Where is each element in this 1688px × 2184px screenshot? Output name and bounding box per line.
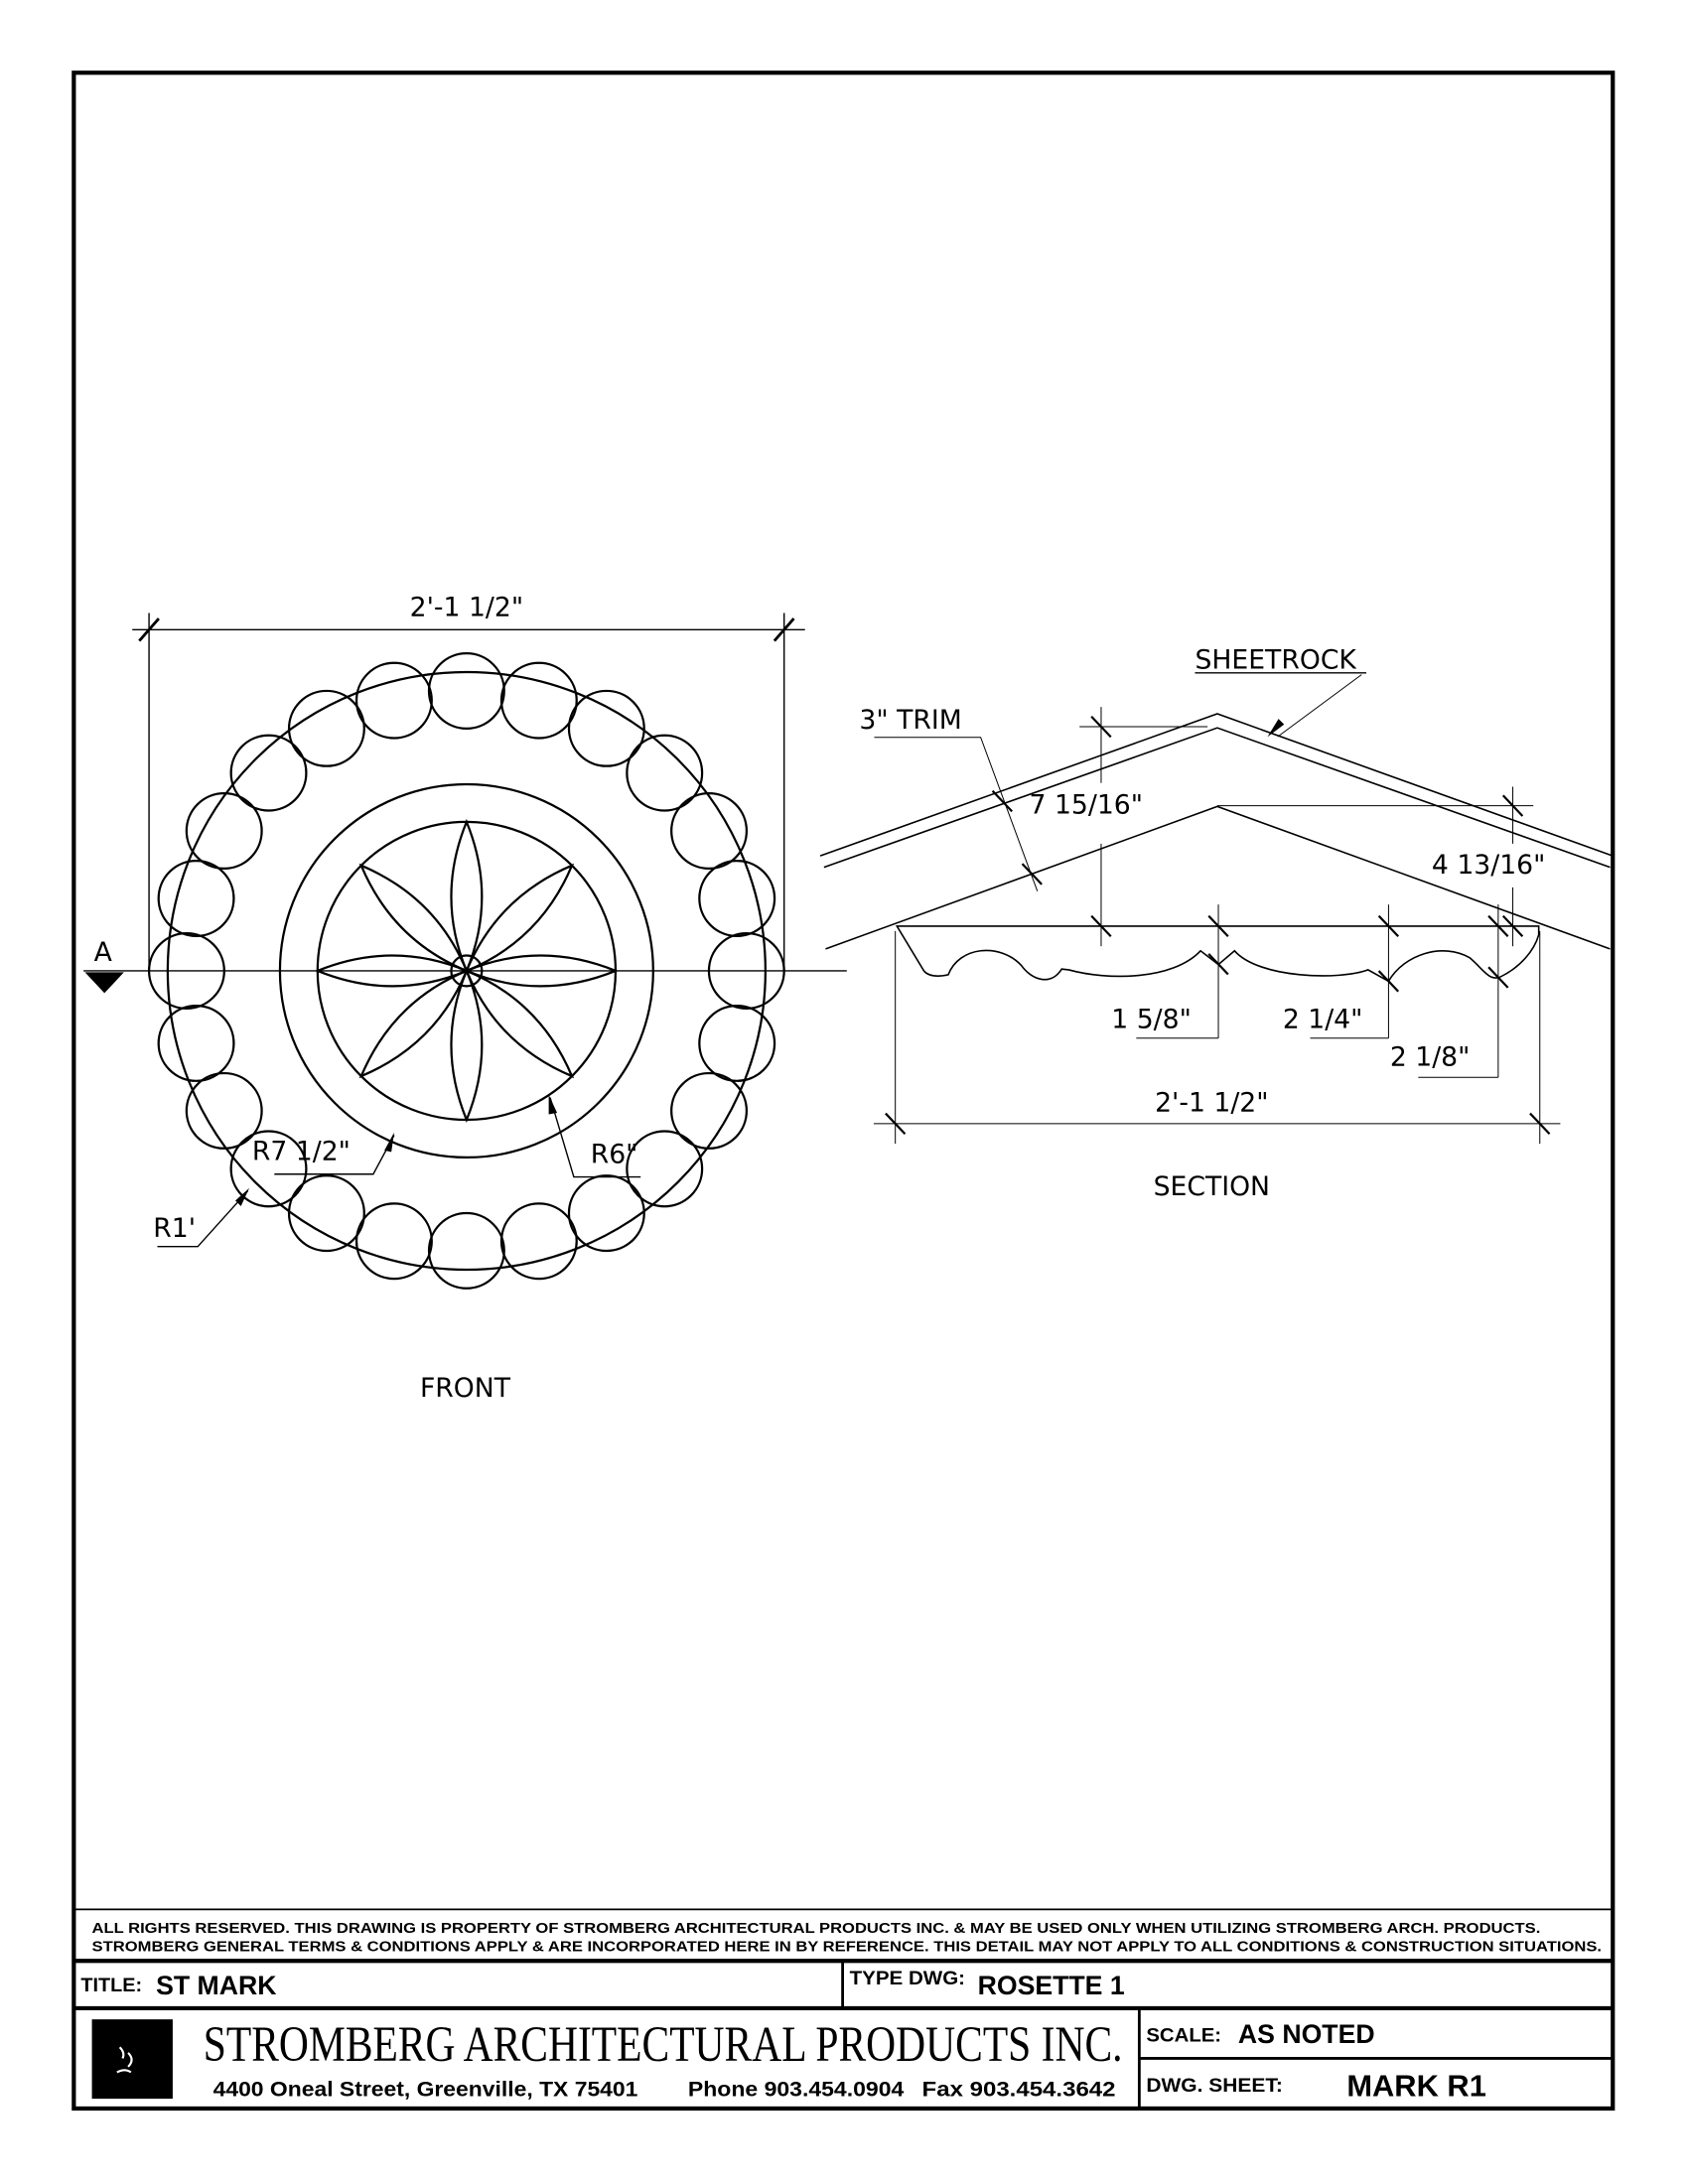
scallop bbox=[670, 1071, 749, 1150]
section-marker-icon bbox=[84, 972, 124, 994]
petal bbox=[464, 968, 575, 1079]
front-overall-dim-text: 2'-1 1/2" bbox=[410, 592, 523, 622]
r-inner-label: R7 1/2" bbox=[252, 1137, 351, 1167]
scallop bbox=[354, 1202, 433, 1281]
depth-dim-text: 4 13/16" bbox=[1432, 850, 1545, 881]
front-overall-dimension bbox=[132, 613, 805, 971]
company-fax: Fax 903.454.3642 bbox=[922, 2078, 1116, 2101]
section-dimension-lines bbox=[874, 675, 1561, 1145]
sheet-border bbox=[71, 70, 1616, 2112]
petal bbox=[358, 863, 469, 974]
r-ring-label: R6" bbox=[591, 1140, 638, 1170]
scallop bbox=[427, 1211, 505, 1290]
company-name: STROMBERG ARCHITECTURAL PRODUCTS INC. bbox=[204, 2016, 1123, 2072]
company-phone: Phone 903.454.0904 bbox=[688, 2078, 905, 2101]
company-address: 4400 Oneal Street, Greenville, TX 75401 bbox=[213, 2078, 638, 2101]
dim-c-text: 2 1/8" bbox=[1390, 1041, 1471, 1072]
scallop bbox=[157, 1004, 235, 1082]
front-view-label: FRONT bbox=[420, 1373, 511, 1404]
scallop bbox=[427, 652, 505, 731]
section-overall-dim-text: 2'-1 1/2" bbox=[1155, 1088, 1268, 1119]
arrowhead-icon bbox=[235, 1187, 250, 1207]
title-block: ALL RIGHTS RESERVED. THIS DRAWING IS PRO… bbox=[73, 1908, 1614, 2109]
scale-label: SCALE: bbox=[1146, 2025, 1221, 2047]
r-outer-label: R1' bbox=[153, 1213, 196, 1244]
scallop bbox=[626, 734, 704, 812]
dim-a-text: 1 5/8" bbox=[1111, 1004, 1192, 1034]
petal bbox=[450, 818, 484, 974]
arrowhead-icon bbox=[384, 1132, 394, 1153]
rosette-profile bbox=[897, 926, 1538, 981]
scallop bbox=[626, 1130, 704, 1208]
section-view-label: SECTION bbox=[1154, 1171, 1270, 1202]
section-mark-label: A bbox=[94, 937, 112, 968]
title-label: TITLE: bbox=[80, 1975, 142, 1996]
scallop bbox=[185, 1071, 263, 1150]
dimension-ticks bbox=[886, 717, 1550, 1135]
scallop bbox=[157, 860, 235, 937]
height-dim-text: 7 15/16" bbox=[1030, 789, 1143, 820]
petal bbox=[450, 968, 484, 1124]
sheet-value: MARK R1 bbox=[1346, 2068, 1486, 2103]
scallop bbox=[229, 1130, 308, 1208]
scallop bbox=[499, 1202, 578, 1281]
scallop bbox=[698, 1004, 776, 1082]
petal bbox=[358, 968, 469, 1079]
section-view: SHEETROCK 3" TRIM 7 15/16" 4 13/16" 1 5/… bbox=[820, 645, 1613, 1202]
scallop bbox=[354, 661, 433, 740]
scallop bbox=[670, 792, 749, 870]
petal bbox=[464, 863, 575, 974]
arrowhead-icon bbox=[1267, 719, 1285, 738]
scallop bbox=[567, 1174, 645, 1253]
r-outer-leader bbox=[157, 1190, 249, 1248]
scallop bbox=[229, 734, 308, 812]
scalloped-edge bbox=[147, 652, 785, 1290]
scallop bbox=[185, 792, 263, 870]
title-value: ST MARK bbox=[156, 1971, 276, 2000]
sheet-label: DWG. SHEET: bbox=[1146, 2075, 1282, 2097]
scallop bbox=[567, 689, 645, 767]
dim-b-text: 2 1/4" bbox=[1283, 1004, 1363, 1034]
scale-value: AS NOTED bbox=[1238, 2019, 1375, 2049]
flower-petals bbox=[314, 818, 619, 1124]
logo-flame-icon bbox=[116, 2046, 133, 2074]
sheetrock-lines bbox=[820, 714, 1613, 949]
scallop bbox=[499, 661, 578, 740]
disclaimer-line-2: STROMBERG GENERAL TERMS & CONDITIONS APP… bbox=[92, 1939, 1602, 1955]
scallop bbox=[287, 689, 365, 767]
type-dwg-label: TYPE DWG: bbox=[850, 1968, 965, 1989]
type-dwg-value: ROSETTE 1 bbox=[978, 1971, 1125, 2000]
scallop bbox=[287, 1174, 365, 1253]
scallop bbox=[698, 860, 776, 937]
front-view: A 2'-1 1/2" R7 1/2" R6" R1' FRONT bbox=[83, 592, 847, 1404]
r-ring-leader bbox=[549, 1097, 641, 1178]
disclaimer-line-1: ALL RIGHTS RESERVED. THIS DRAWING IS PRO… bbox=[92, 1921, 1541, 1937]
sheetrock-label: SHEETROCK bbox=[1195, 645, 1357, 676]
arrowhead-icon bbox=[548, 1094, 558, 1115]
trim-label: 3" TRIM bbox=[859, 705, 961, 736]
